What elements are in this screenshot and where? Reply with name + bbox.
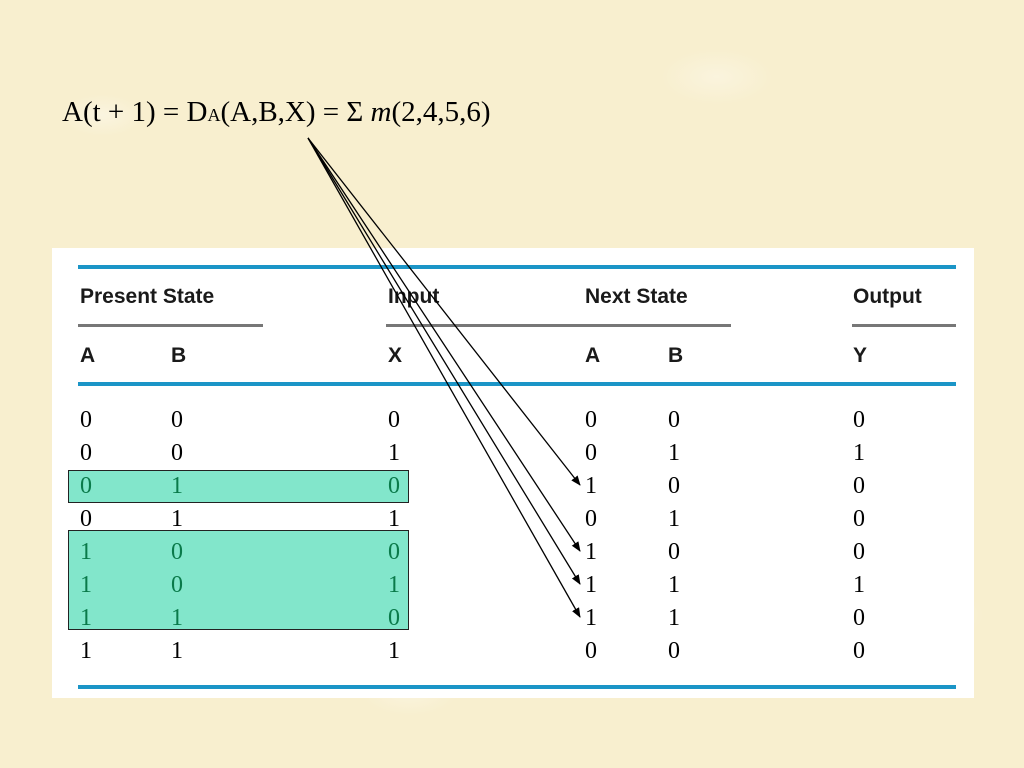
cell-r8-y: 0 bbox=[853, 638, 865, 664]
col-header-next-b: B bbox=[668, 344, 684, 367]
cell-r6-x: 1 bbox=[388, 572, 400, 598]
col-header-y: Y bbox=[853, 344, 868, 367]
header-input: Input bbox=[388, 285, 440, 308]
cell-r4-a: 0 bbox=[80, 506, 92, 532]
top-rule bbox=[78, 265, 956, 269]
cell-r5-next-b: 0 bbox=[668, 539, 680, 565]
present-state-rule bbox=[78, 324, 263, 327]
cell-r4-b: 1 bbox=[171, 506, 183, 532]
equation-m: m bbox=[370, 96, 392, 128]
col-header-next-a: A bbox=[585, 344, 601, 367]
cell-r4-next-b: 1 bbox=[668, 506, 680, 532]
cell-r8-next-a: 0 bbox=[585, 638, 597, 664]
col-header-x: X bbox=[388, 344, 403, 367]
cell-r2-y: 1 bbox=[853, 440, 865, 466]
cell-r2-b: 0 bbox=[171, 440, 183, 466]
cell-r5-x: 0 bbox=[388, 539, 400, 565]
cell-r1-a: 0 bbox=[80, 407, 92, 433]
cell-r6-next-b: 1 bbox=[668, 572, 680, 598]
equation-subscript: A bbox=[207, 105, 221, 125]
cell-r3-y: 0 bbox=[853, 473, 865, 499]
cell-r6-next-a: 1 bbox=[585, 572, 597, 598]
cell-r7-next-b: 1 bbox=[668, 605, 680, 631]
cell-r1-y: 0 bbox=[853, 407, 865, 433]
cell-r2-next-a: 0 bbox=[585, 440, 597, 466]
cell-r1-next-b: 0 bbox=[668, 407, 680, 433]
cell-r4-x: 1 bbox=[388, 506, 400, 532]
equation-mid: (A,B,X) = Σ bbox=[220, 96, 371, 128]
header-present-state: Present State bbox=[80, 285, 215, 308]
cell-r5-y: 0 bbox=[853, 539, 865, 565]
cell-r1-next-a: 0 bbox=[585, 407, 597, 433]
cell-r7-x: 0 bbox=[388, 605, 400, 631]
cell-r2-x: 1 bbox=[388, 440, 400, 466]
equation: A(t + 1) = DA(A,B,X) = Σ m(2,4,5,6) bbox=[62, 96, 491, 129]
cell-r3-x: 0 bbox=[388, 473, 400, 499]
header-output: Output bbox=[853, 285, 922, 308]
highlight-box-row3 bbox=[68, 470, 409, 503]
cell-r1-b: 0 bbox=[171, 407, 183, 433]
cell-r8-b: 1 bbox=[171, 638, 183, 664]
cell-r7-next-a: 1 bbox=[585, 605, 597, 631]
col-header-b: B bbox=[171, 344, 187, 367]
bottom-rule bbox=[78, 685, 956, 689]
equation-suffix: (2,4,5,6) bbox=[391, 96, 491, 128]
input-next-rule bbox=[386, 324, 731, 327]
equation-prefix: A(t + 1) = D bbox=[62, 96, 208, 128]
state-table: Present State Input Next State Output A … bbox=[52, 248, 974, 698]
col-header-a: A bbox=[80, 344, 96, 367]
cell-r3-a: 0 bbox=[80, 473, 92, 499]
cell-r2-a: 0 bbox=[80, 440, 92, 466]
cell-r5-a: 1 bbox=[80, 539, 92, 565]
cell-r7-b: 1 bbox=[171, 605, 183, 631]
header-next-state: Next State bbox=[585, 285, 688, 308]
cell-r5-next-a: 1 bbox=[585, 539, 597, 565]
output-rule bbox=[852, 324, 956, 327]
cell-r8-x: 1 bbox=[388, 638, 400, 664]
cell-r6-b: 0 bbox=[171, 572, 183, 598]
cell-r8-a: 1 bbox=[80, 638, 92, 664]
cell-r6-y: 1 bbox=[853, 572, 865, 598]
highlight-box-rows5-7 bbox=[68, 530, 409, 630]
cell-r3-next-b: 0 bbox=[668, 473, 680, 499]
cell-r3-next-a: 1 bbox=[585, 473, 597, 499]
cell-r1-x: 0 bbox=[388, 407, 400, 433]
header-rule bbox=[78, 382, 956, 386]
cell-r3-b: 1 bbox=[171, 473, 183, 499]
cell-r2-next-b: 1 bbox=[668, 440, 680, 466]
cell-r6-a: 1 bbox=[80, 572, 92, 598]
cell-r4-next-a: 0 bbox=[585, 506, 597, 532]
cell-r7-y: 0 bbox=[853, 605, 865, 631]
cell-r8-next-b: 0 bbox=[668, 638, 680, 664]
cell-r5-b: 0 bbox=[171, 539, 183, 565]
cell-r7-a: 1 bbox=[80, 605, 92, 631]
cell-r4-y: 0 bbox=[853, 506, 865, 532]
